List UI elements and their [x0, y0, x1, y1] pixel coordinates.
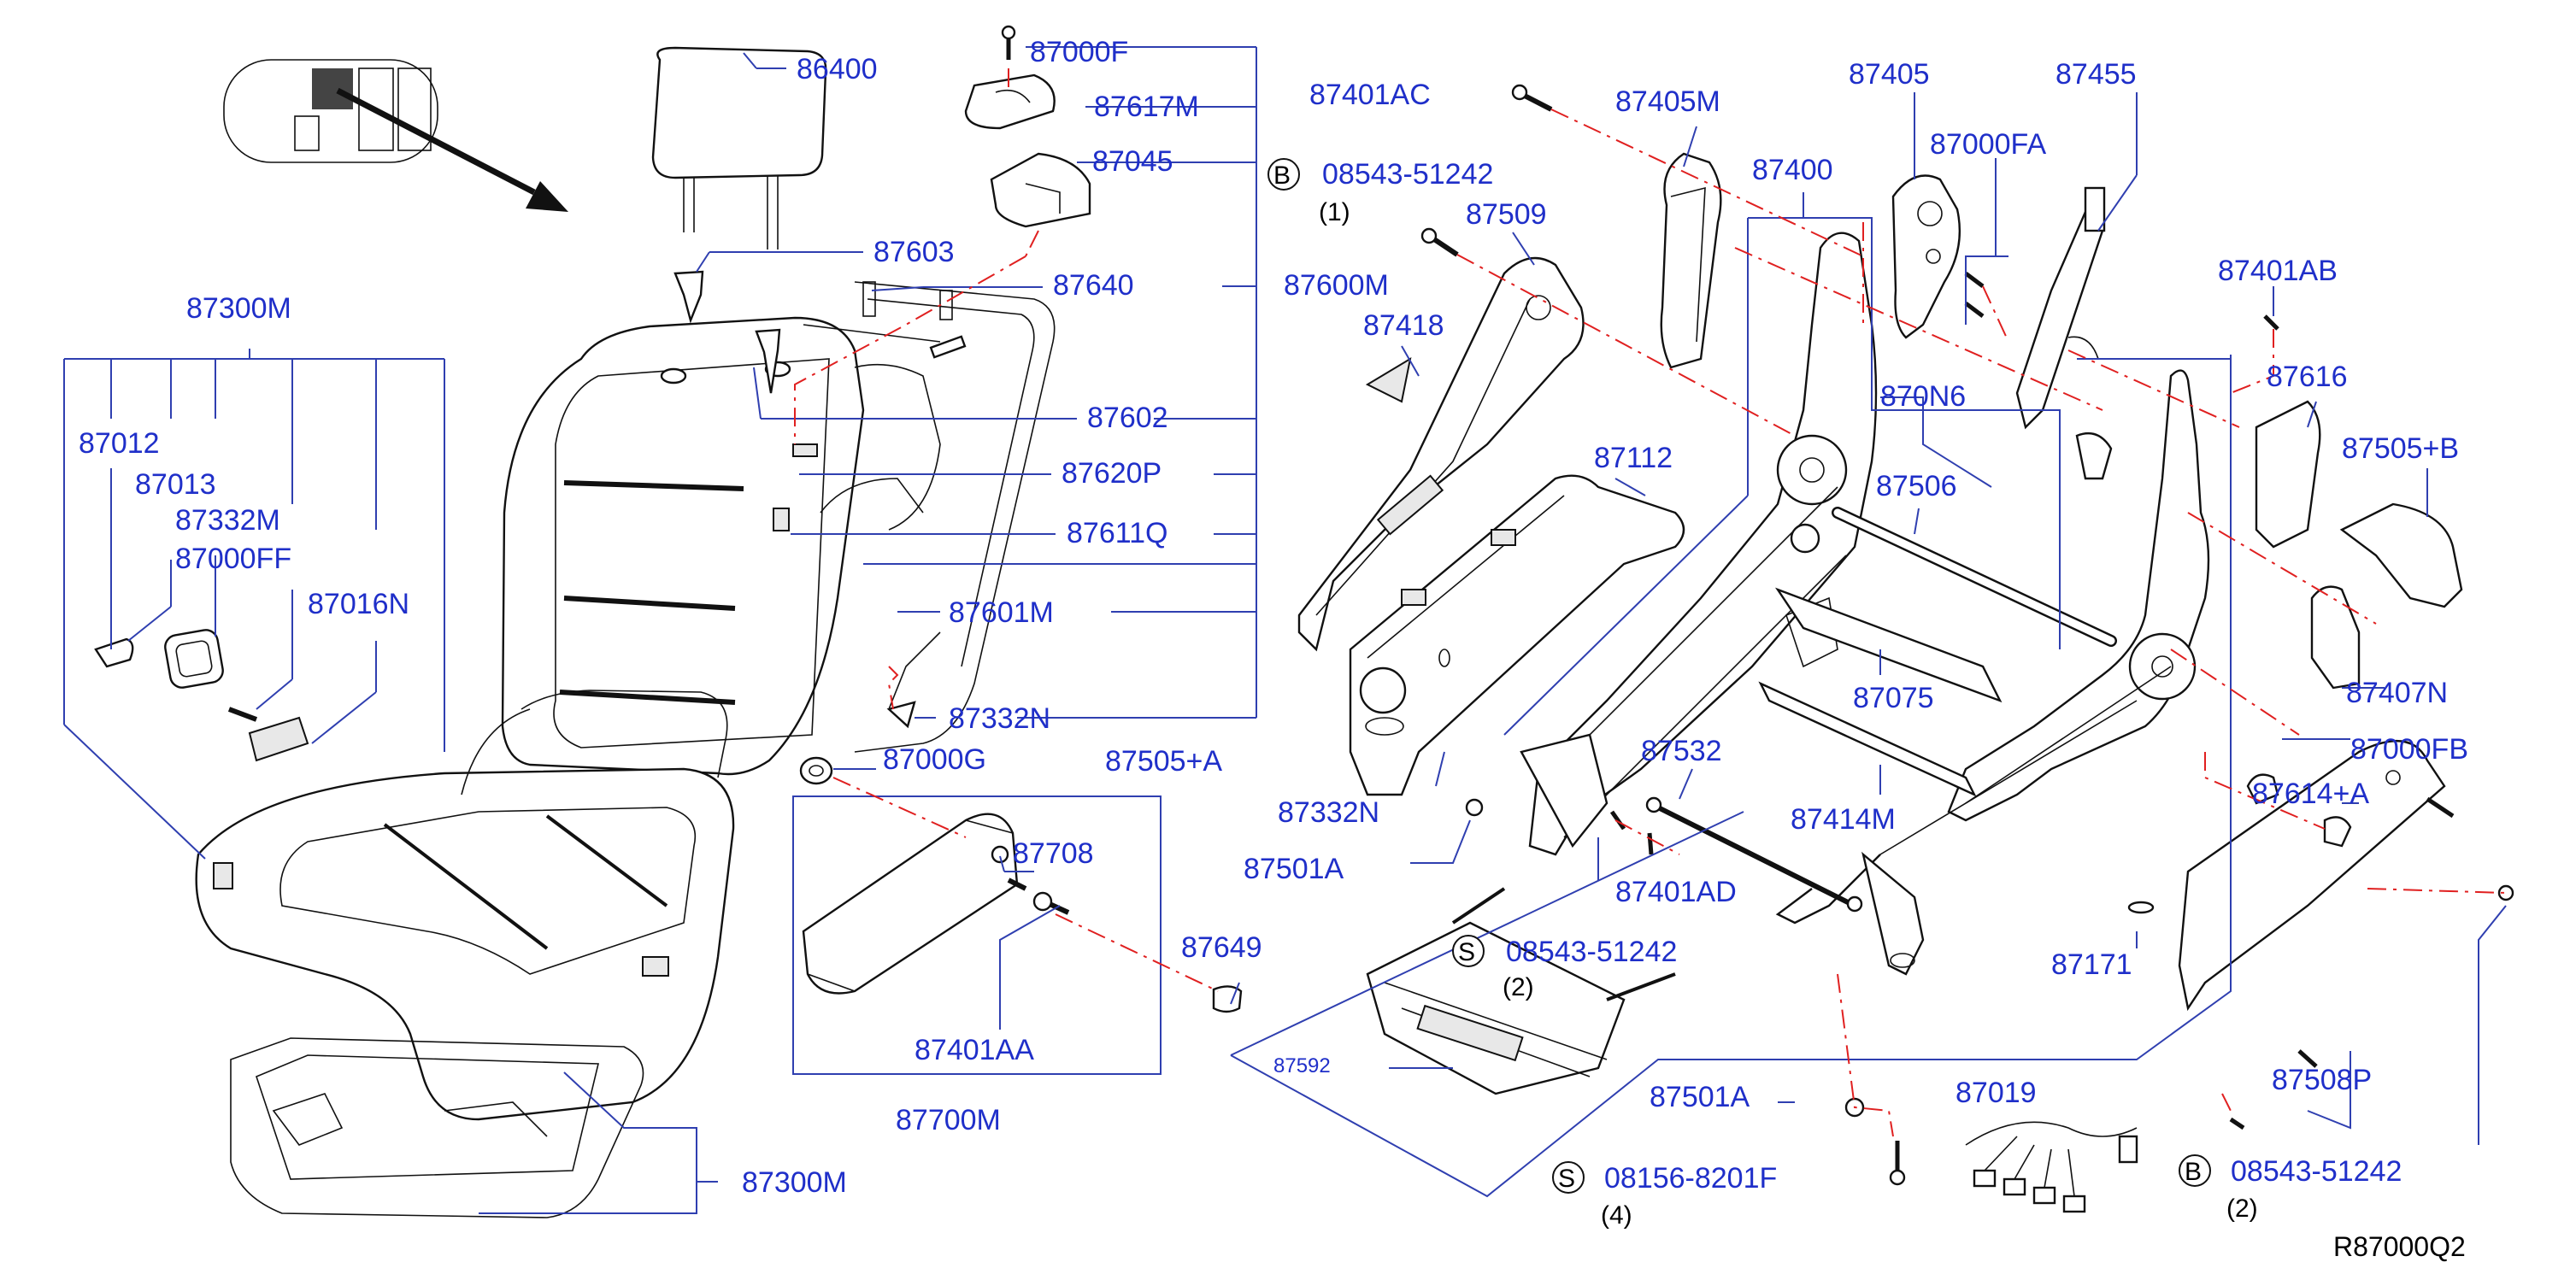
label-87640: 87640	[1053, 269, 1134, 302]
label-87075: 87075	[1853, 682, 1934, 714]
label-87401AD: 87401AD	[1615, 876, 1737, 908]
label-87401AB: 87401AB	[2218, 255, 2338, 287]
circle-badges	[1267, 158, 2211, 1194]
label-87401AC: 87401AC	[1309, 79, 1431, 111]
label-87013: 87013	[135, 468, 216, 501]
badge-S-2: S	[1558, 1165, 1575, 1193]
recliner-right	[1775, 369, 2210, 976]
label-87508P: 87508P	[2272, 1064, 2372, 1096]
armrest-group	[792, 795, 1243, 1075]
motor-87592	[1366, 887, 1676, 1095]
label-87600M: 87600M	[1284, 269, 1389, 302]
fasteners	[1420, 84, 2514, 1186]
label-87000F: 87000F	[1030, 36, 1128, 68]
label-87649: 87649	[1181, 931, 1262, 964]
label-87171: 87171	[2051, 948, 2132, 981]
label-87708: 87708	[1013, 837, 1094, 870]
label-87000FA: 87000FA	[1930, 128, 2046, 161]
qty-bolt-B-1: (1)	[1319, 198, 1350, 226]
label-bolt-S-08543-51242: 08543-51242	[1506, 936, 1677, 968]
label-87501A-lower: 87501A	[1650, 1081, 1750, 1113]
label-bolt-B-08543-51242: 08543-51242	[1322, 158, 1493, 191]
label-87400: 87400	[1752, 154, 1833, 186]
label-87414M: 87414M	[1791, 803, 1896, 836]
label-87332N-frame: 87332N	[1278, 796, 1379, 829]
cover-87405M	[1660, 152, 1722, 369]
label-87505B: 87505+B	[2342, 432, 2459, 465]
label-87016N: 87016N	[308, 588, 409, 620]
bracket-87112	[1349, 474, 1685, 796]
headrest	[651, 46, 827, 249]
label-87000G: 87000G	[883, 743, 986, 776]
seatback	[501, 316, 865, 776]
qty-bolt-S-2: (4)	[1601, 1201, 1632, 1230]
label-87620P: 87620P	[1062, 457, 1162, 490]
label-87509: 87509	[1466, 198, 1547, 231]
label-87611Q: 87611Q	[1067, 517, 1167, 549]
harness-87019	[1965, 1121, 2138, 1213]
label-87405: 87405	[1849, 58, 1930, 91]
label-87401AA: 87401AA	[915, 1034, 1034, 1066]
label-87405M: 87405M	[1615, 85, 1720, 118]
label-87012: 87012	[79, 427, 160, 460]
label-87000FB: 87000FB	[2350, 733, 2468, 766]
label-87602: 87602	[1087, 402, 1168, 434]
label-87407N: 87407N	[2346, 677, 2448, 709]
label-87532: 87532	[1641, 735, 1722, 767]
rails	[1645, 507, 2117, 913]
label-87592: 87592	[1273, 1054, 1331, 1077]
label-87617M: 87617M	[1094, 91, 1199, 123]
recliner-covers	[1891, 174, 2113, 480]
label-bolt-B2-08543-51242: 08543-51242	[2231, 1155, 2402, 1188]
qty-bolt-S-1: (2)	[1503, 973, 1534, 1001]
label-87616: 87616	[2267, 361, 2348, 393]
label-bolt-S-08156-8201F: 08156-8201F	[1604, 1162, 1777, 1195]
label-87045: 87045	[1092, 145, 1173, 178]
recliner-left	[1297, 256, 1585, 652]
badge-B-2: B	[2185, 1158, 2202, 1186]
label-87614A: 87614+A	[2252, 778, 2369, 810]
badge-S-1: S	[1458, 938, 1475, 966]
label-87501A-upper: 87501A	[1244, 853, 1344, 885]
diagram-reference-code: R87000Q2	[2333, 1231, 2466, 1262]
label-87000FF: 87000FF	[175, 543, 291, 575]
qty-bolt-B-2: (2)	[2226, 1195, 2258, 1223]
seatback-frame	[803, 281, 1056, 753]
cushion-pad	[230, 1037, 644, 1218]
label-87603: 87603	[873, 236, 955, 268]
seat-cushion	[195, 690, 735, 1121]
leader-lines	[63, 46, 2507, 1214]
vehicle-locator-icon	[223, 59, 568, 212]
badge-B-1: B	[1273, 161, 1291, 190]
label-87300M-lower: 87300M	[742, 1166, 847, 1199]
label-87019: 87019	[1956, 1077, 2037, 1109]
label-87300M-upper: 87300M	[186, 292, 291, 325]
label-87332N-seatback: 87332N	[949, 702, 1050, 735]
label-87601M: 87601M	[949, 596, 1054, 629]
label-870N6: 870N6	[1880, 380, 1966, 413]
label-87418: 87418	[1363, 309, 1444, 342]
label-87506: 87506	[1876, 470, 1957, 502]
side-covers-right	[2178, 400, 2463, 1012]
small-parts-upper	[94, 25, 1091, 785]
label-87332M: 87332M	[175, 504, 280, 537]
label-86400: 86400	[797, 53, 878, 85]
label-87505A: 87505+A	[1105, 745, 1222, 778]
label-87455: 87455	[2056, 58, 2137, 91]
label-87700M: 87700M	[896, 1104, 1001, 1136]
label-87112: 87112	[1594, 442, 1673, 474]
labels: 86400 87000F 87617M 87045 87603 87640 87…	[79, 36, 2468, 1262]
assembly-lines	[794, 68, 2507, 1137]
